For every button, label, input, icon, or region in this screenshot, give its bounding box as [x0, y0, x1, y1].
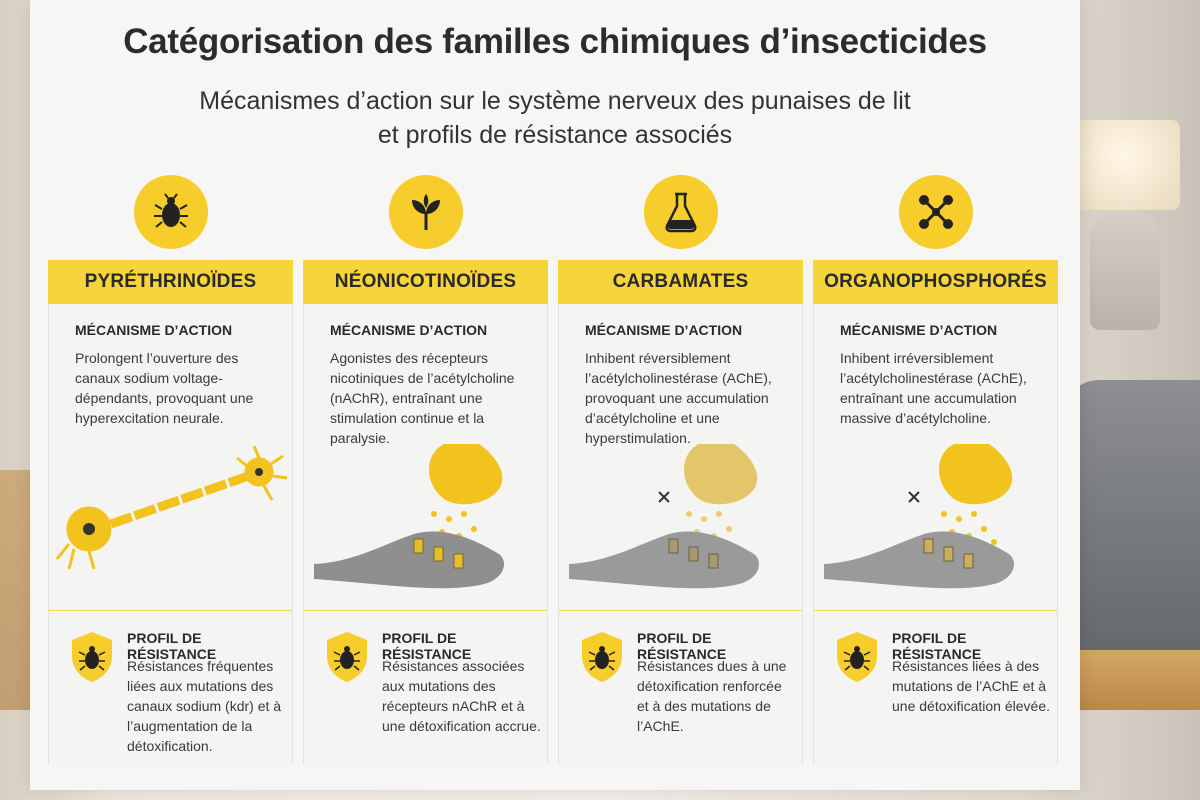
column-carbamates: CARBAMATES MÉCANISME D’ACTION Inhibent r…: [558, 170, 803, 770]
column-body: MÉCANISME D’ACTION Inhibent irréversible…: [813, 304, 1058, 764]
resistance-text: Résistances liées à des mutations de l’A…: [892, 658, 1050, 714]
column-pyrethrinoides: PYRÉTHRINOÏDES MÉCANISME D’ACTION Prolon…: [48, 170, 293, 770]
column-neonicotinoides: NÉONICOTINOÏDES MÉCANISME D’ACTION Agoni…: [303, 170, 548, 770]
synapse-blocked-illustration: [824, 444, 1014, 589]
leaf-sprout-icon: [388, 175, 463, 249]
background-blanket: [1060, 380, 1200, 700]
bedbug-icon: [133, 175, 208, 249]
shield-bug-icon: [327, 632, 367, 682]
mechanism-heading: MÉCANISME D’ACTION: [840, 322, 998, 338]
resistance-heading: PROFIL DE RÉSISTANCE: [382, 630, 472, 662]
mechanism-text: Prolongent l’ouverture des canaux sodium…: [75, 350, 254, 426]
subtitle-line-2: et profils de résistance associés: [377, 121, 733, 149]
resistance-text: Résistances associées aux mutations des …: [382, 658, 541, 734]
shield-bug-icon: [582, 632, 622, 682]
synapse-blocked-illustration: [569, 444, 759, 589]
resistance-heading: PROFIL DE RÉSISTANCE: [637, 630, 727, 662]
flask-icon: [643, 175, 718, 249]
resistance-text: Résistances dues à une détoxification re…: [637, 658, 787, 734]
family-name-banner: ORGANOPHOSPHORÉS: [813, 260, 1058, 304]
page-title: Catégorisation des familles chimiques d’…: [123, 22, 987, 61]
mechanism-text: Inhibent réversiblement l’acétylcholines…: [585, 350, 772, 446]
section-divider: [304, 610, 547, 611]
neuron-illustration: [55, 445, 288, 570]
section-divider: [814, 610, 1057, 611]
shield-bug-icon: [72, 632, 112, 682]
mechanism-heading: MÉCANISME D’ACTION: [330, 322, 488, 338]
column-organophosphores: ORGANOPHOSPHORÉS MÉCANISME D’ACTION Inhi…: [813, 170, 1058, 770]
family-name-banner: PYRÉTHRINOÏDES: [48, 260, 293, 304]
mechanism-heading: MÉCANISME D’ACTION: [75, 322, 233, 338]
page-subtitle: Mécanismes d’action sur le système nerve…: [30, 84, 1080, 152]
resistance-heading: PROFIL DE RÉSISTANCE: [892, 630, 982, 662]
molecule-icon: [898, 175, 973, 249]
mechanism-text: Inhibent irréversiblement l’acétylcholin…: [840, 350, 1027, 426]
column-body: MÉCANISME D’ACTION Agonistes des récepte…: [303, 304, 548, 764]
column-body: MÉCANISME D’ACTION Prolongent l’ouvertur…: [48, 304, 293, 764]
subtitle-line-1: Mécanismes d’action sur le système nerve…: [199, 87, 911, 115]
section-divider: [49, 610, 292, 611]
infographic-panel: Catégorisation des familles chimiques d’…: [30, 0, 1080, 790]
synapse-illustration: [314, 444, 504, 589]
background-lamp-base: [1090, 210, 1160, 330]
shield-bug-icon: [837, 632, 877, 682]
resistance-heading: PROFIL DE RÉSISTANCE: [127, 630, 217, 662]
mechanism-heading: MÉCANISME D’ACTION: [585, 322, 743, 338]
background-lamp-shade: [1070, 120, 1180, 210]
family-name-banner: CARBAMATES: [558, 260, 803, 304]
column-body: MÉCANISME D’ACTION Inhibent réversibleme…: [558, 304, 803, 764]
family-name-banner: NÉONICOTINOÏDES: [303, 260, 548, 304]
resistance-text: Résistances fréquentes liées aux mutatio…: [127, 658, 282, 754]
section-divider: [559, 610, 802, 611]
mechanism-text: Agonistes des récepteurs nicotiniques de…: [330, 350, 515, 446]
